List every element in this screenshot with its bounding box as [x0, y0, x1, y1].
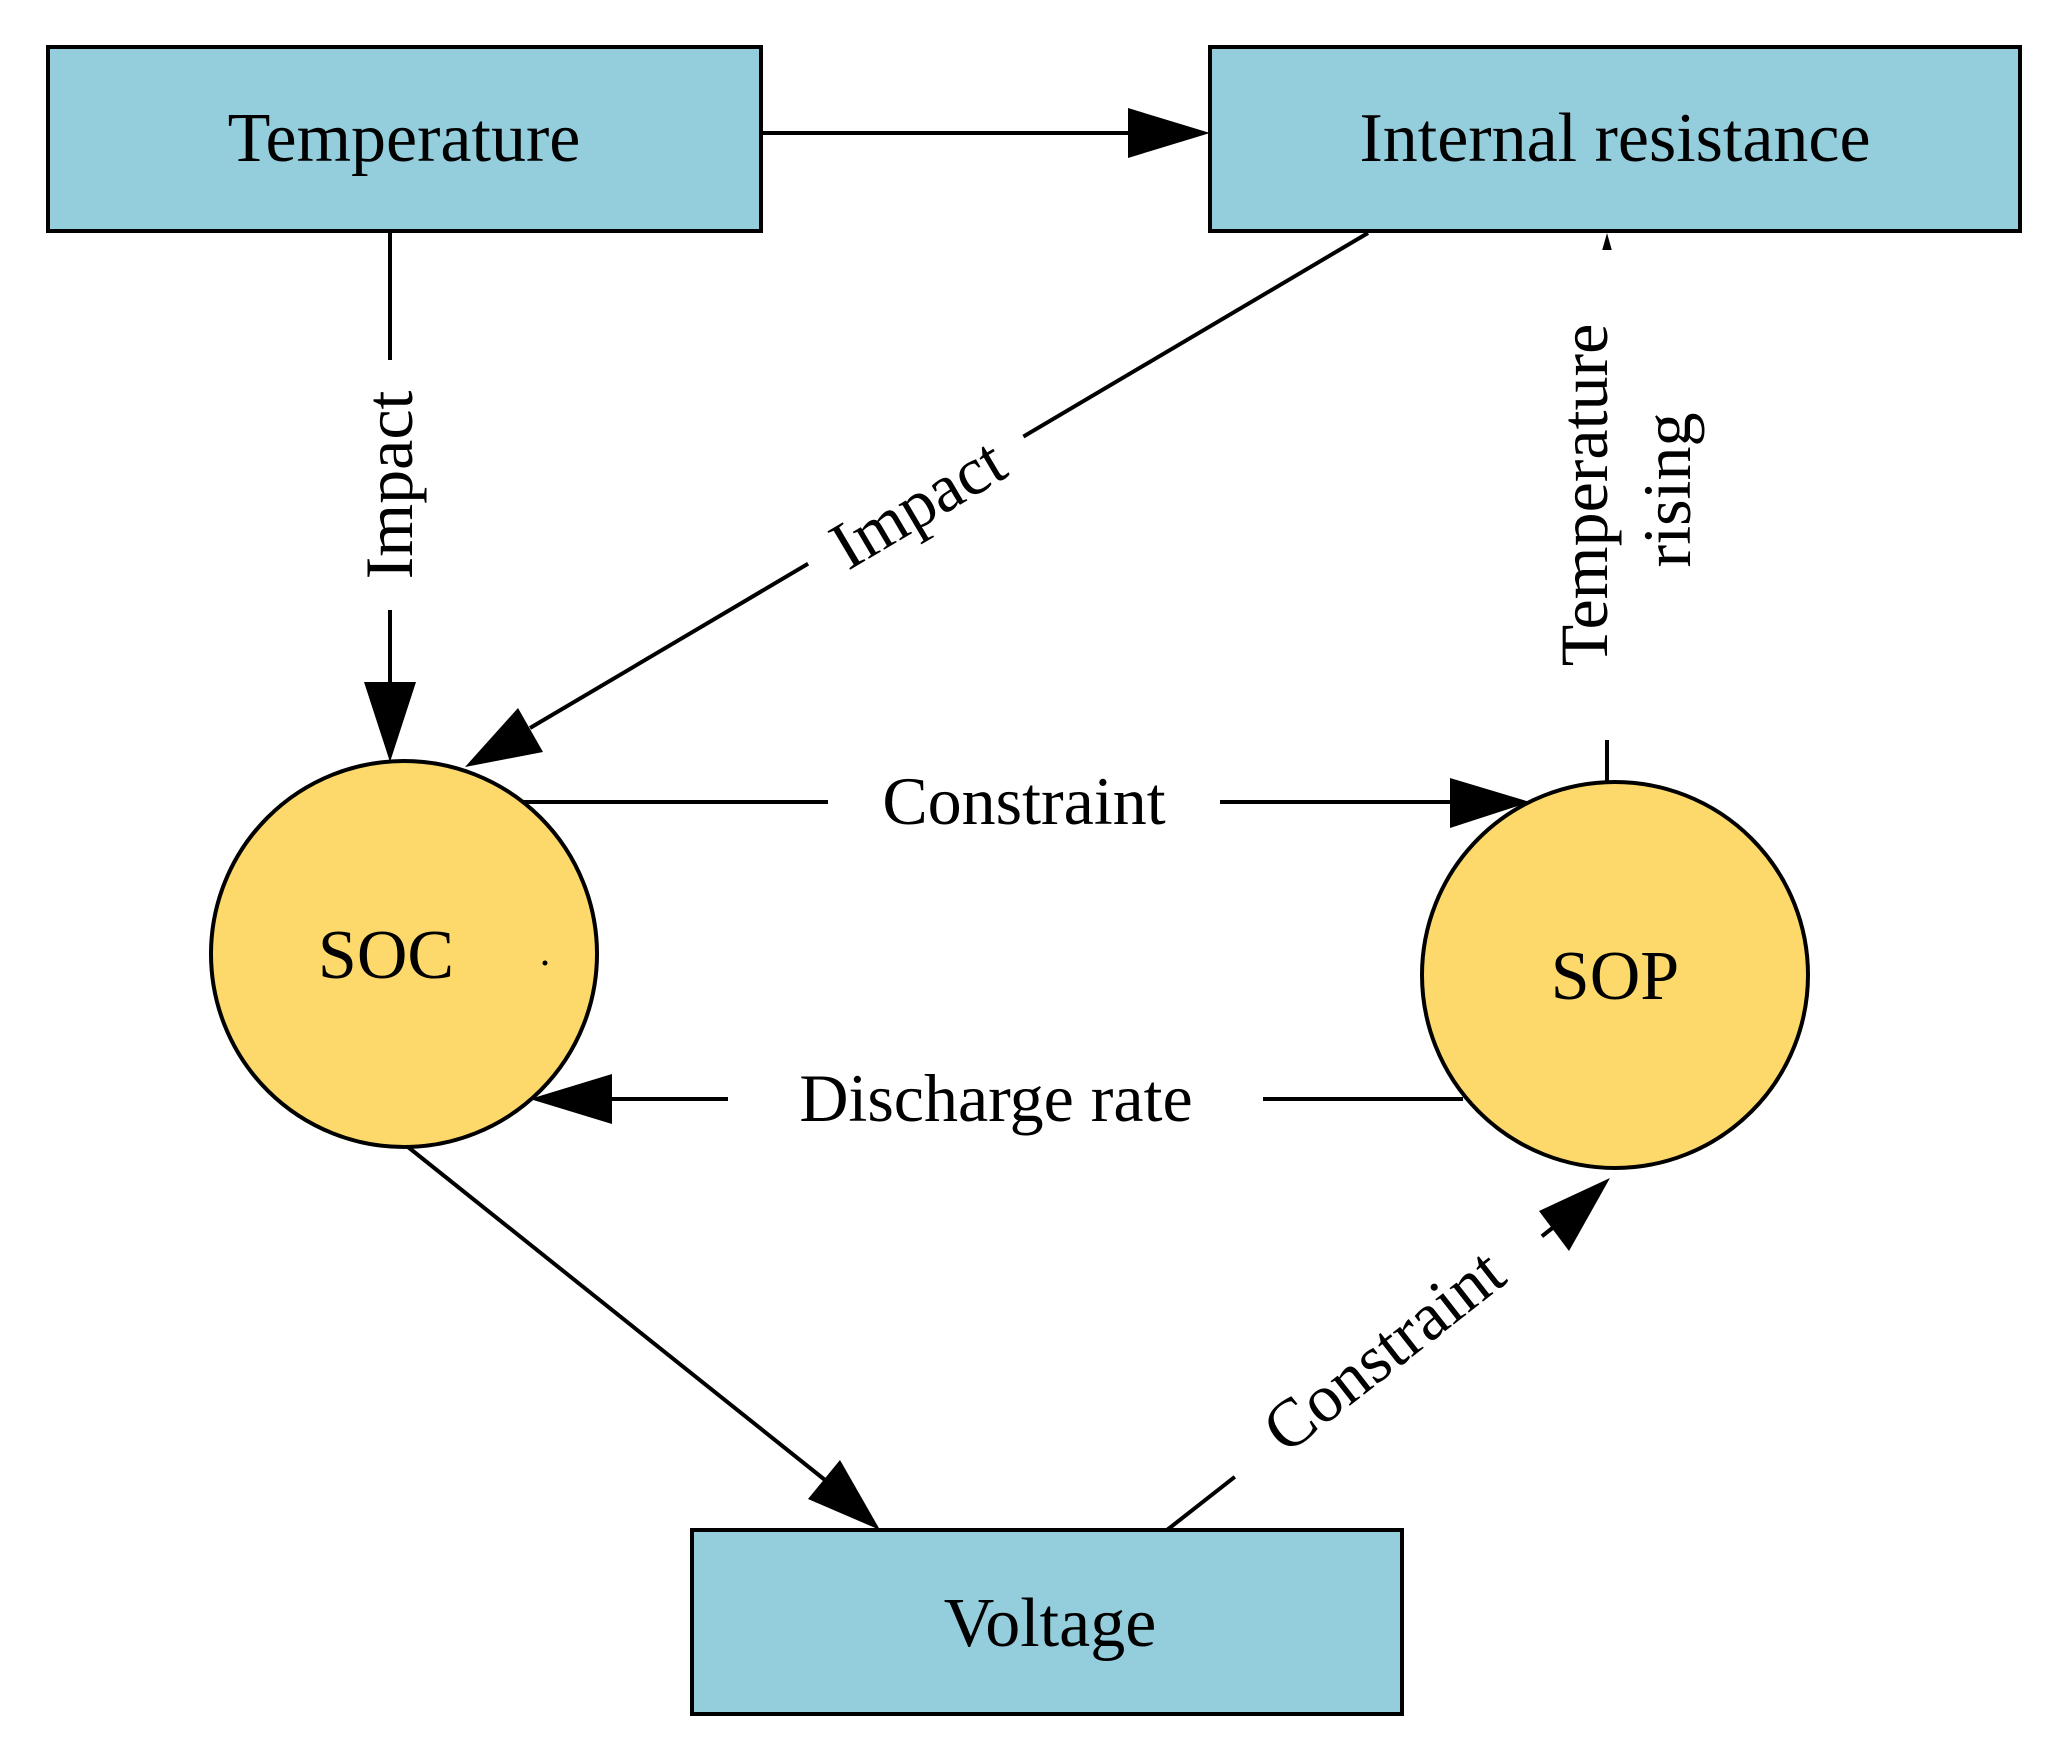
label-constraint-top: Constraint: [882, 763, 1165, 839]
node-voltage: [690, 1528, 1404, 1716]
stray-dot: [542, 960, 548, 966]
label-temperature-rising-line1: Temperature: [1546, 324, 1622, 667]
label-bg-discharge-rate: [728, 1062, 1263, 1138]
label-bg-impact-left: [350, 360, 430, 610]
label-bg-constraint-diagonal: [1204, 1197, 1564, 1505]
node-sop: [1420, 780, 1810, 1170]
node-sop-label: SOP: [1551, 938, 1679, 1015]
arrowhead-temperature-to-soc: [364, 682, 416, 762]
node-soc-label: SOC: [318, 917, 454, 994]
node-temperature-label: Temperature: [228, 100, 581, 177]
node-temperature: [46, 45, 763, 233]
label-bg-constraint-top: [828, 765, 1220, 841]
node-internal-resistance: [1208, 45, 2022, 233]
edge-soc-to-voltage: [406, 1145, 827, 1482]
arrowhead-voltage-to-sop: [1539, 1178, 1610, 1251]
node-voltage-label: Voltage: [944, 1585, 1157, 1662]
label-temperature-rising-line2: rising: [1629, 413, 1705, 568]
arrowhead-temperature-to-resistance: [1128, 108, 1210, 158]
label-bg-impact-diagonal: [789, 404, 1047, 604]
arrowhead-resistance-to-soc: [465, 708, 543, 767]
arrowhead-soc-to-sop: [1450, 778, 1530, 828]
node-soc: [209, 759, 599, 1149]
node-internal-resistance-label: Internal resistance: [1359, 100, 1870, 177]
label-discharge-rate: Discharge rate: [799, 1060, 1192, 1136]
label-impact-diagonal: Impact: [817, 422, 1018, 584]
arrowhead-sop-to-soc: [530, 1074, 612, 1124]
label-impact-left: Impact: [351, 390, 427, 579]
arrowhead-soc-to-voltage: [808, 1460, 880, 1530]
label-constraint-diagonal: Constraint: [1248, 1233, 1518, 1467]
label-bg-temperature-rising: [1552, 250, 1632, 740]
